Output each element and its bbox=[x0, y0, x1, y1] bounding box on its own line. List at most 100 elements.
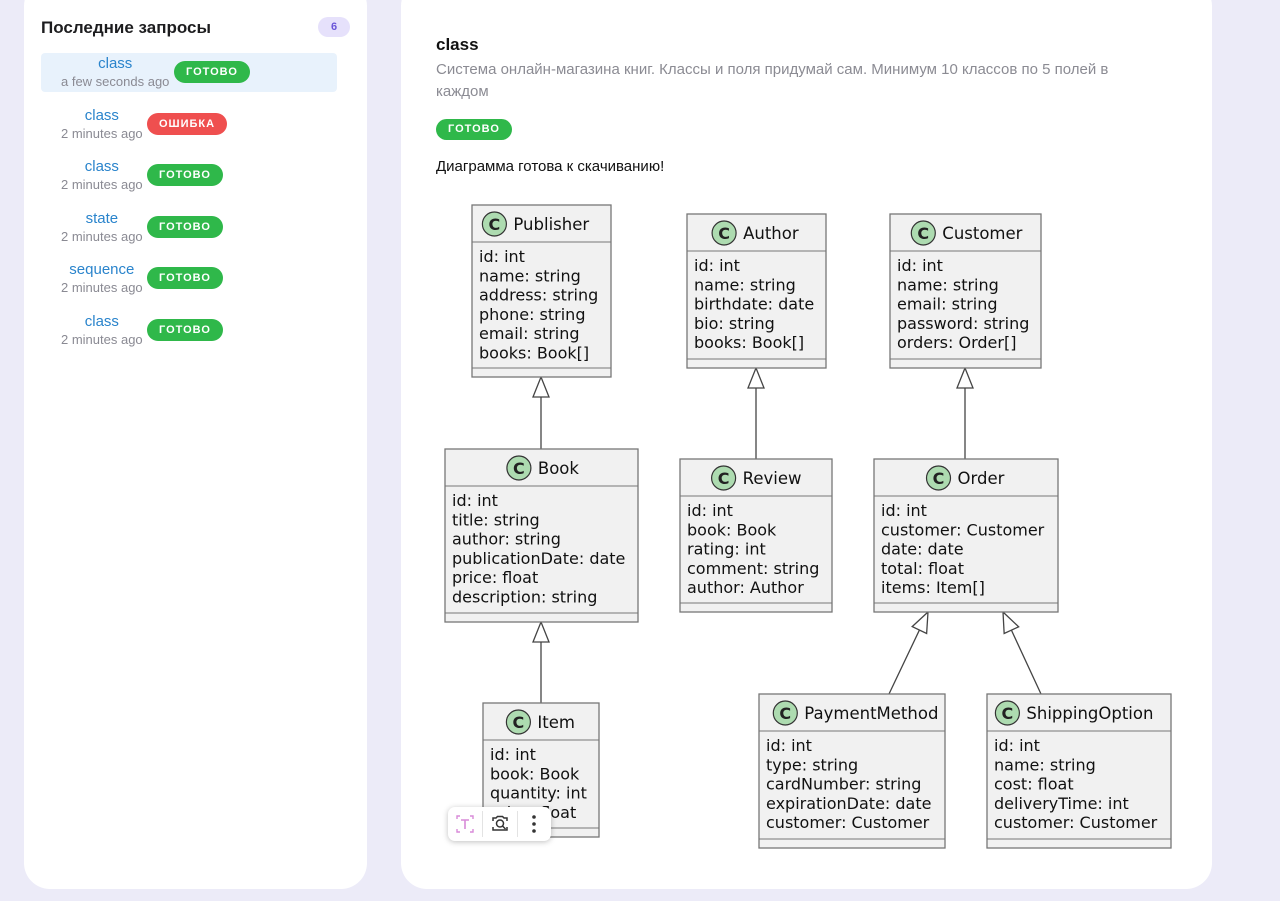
status-badge: ГОТОВО bbox=[147, 164, 223, 186]
request-description: Система онлайн-магазина книг. Классы и п… bbox=[436, 61, 1109, 100]
class-field: bio: string bbox=[694, 314, 775, 333]
class-field: quantity: int bbox=[490, 784, 587, 803]
class-field: price: float bbox=[452, 568, 538, 587]
request-item[interactable]: state 2 minutes ago ГОТОВО bbox=[41, 208, 337, 247]
request-time: 2 minutes ago bbox=[61, 228, 143, 244]
request-item[interactable]: class a few seconds ago ГОТОВО bbox=[41, 53, 337, 92]
class-name: Author bbox=[743, 224, 799, 243]
text-select-icon[interactable] bbox=[448, 807, 482, 841]
inheritance-paymentmethod-order bbox=[888, 610, 929, 695]
request-time: 2 minutes ago bbox=[61, 177, 143, 192]
class-icon: C bbox=[711, 220, 737, 246]
class-field: email: string bbox=[479, 324, 580, 343]
inheritance-review-author bbox=[747, 366, 765, 459]
request-list: class a few seconds ago ГОТОВО class 2 m… bbox=[41, 53, 337, 362]
inheritance-item-book bbox=[532, 620, 550, 703]
status-badge: ГОТОВО bbox=[147, 318, 223, 341]
class-icon-letter: C bbox=[917, 224, 929, 243]
class-field: description: string bbox=[452, 588, 597, 607]
class-icon: C bbox=[772, 700, 798, 726]
class-field: books: Book[] bbox=[694, 333, 804, 352]
recent-requests-header: Последние запросы 6 bbox=[41, 16, 350, 42]
request-type: sequence bbox=[69, 261, 135, 278]
request-item[interactable]: sequence 2 minutes ago ГОТОВО bbox=[41, 259, 337, 298]
recent-requests-panel: Последние запросы 6 class a few seconds … bbox=[24, 0, 367, 889]
request-item[interactable]: class 2 minutes ago ГОТОВО bbox=[41, 156, 337, 195]
class-field: orders: Order[] bbox=[897, 333, 1016, 352]
class-icon-letter: C bbox=[779, 704, 791, 723]
status-badge: ОШИБКА bbox=[147, 112, 228, 135]
class-field: phone: string bbox=[479, 305, 585, 324]
recent-requests-title: Последние запросы bbox=[41, 18, 212, 37]
class-field: deliveryTime: int bbox=[994, 794, 1129, 813]
lens-search-icon[interactable] bbox=[483, 807, 517, 841]
class-field: author: Author bbox=[687, 578, 804, 597]
request-type: state bbox=[85, 209, 119, 227]
class-icon: C bbox=[505, 709, 532, 735]
class-field: total: float bbox=[881, 559, 964, 578]
request-type: class bbox=[84, 106, 119, 124]
request-time: 2 minutes ago bbox=[61, 280, 143, 295]
class-icon-letter: C bbox=[1002, 704, 1014, 723]
requests-count-badge: 6 bbox=[318, 17, 350, 37]
class-icon: C bbox=[925, 465, 952, 491]
class-field: id: int bbox=[766, 736, 812, 755]
class-icon-letter: C bbox=[933, 469, 945, 488]
class-icon: C bbox=[710, 465, 737, 491]
class-name: Customer bbox=[942, 224, 1022, 243]
class-field: books: Book[] bbox=[479, 344, 589, 363]
class-name: Item bbox=[537, 713, 575, 732]
class-field: comment: string bbox=[687, 559, 819, 578]
class-field: name: string bbox=[897, 275, 999, 294]
status-badge: ГОТОВО bbox=[436, 119, 512, 140]
class-field: title: string bbox=[452, 510, 540, 529]
class-icon-letter: C bbox=[513, 713, 525, 732]
class-icon-letter: C bbox=[513, 459, 525, 478]
request-type: class bbox=[84, 158, 119, 175]
class-field: name: string bbox=[694, 275, 796, 294]
class-field: customer: Customer bbox=[766, 813, 930, 832]
request-type: class bbox=[98, 55, 133, 72]
class-field: author: string bbox=[452, 530, 561, 549]
class-field: id: int bbox=[694, 256, 740, 275]
class-name: Book bbox=[538, 459, 580, 478]
class-name: ShippingOption bbox=[1026, 704, 1153, 723]
request-item[interactable]: class 2 minutes ago ГОТОВО bbox=[41, 311, 337, 350]
request-type: class bbox=[84, 312, 119, 330]
class-field: name: string bbox=[994, 755, 1096, 774]
class-field: date: date bbox=[881, 540, 964, 559]
class-field: publicationDate: date bbox=[452, 549, 625, 568]
class-name: Publisher bbox=[513, 215, 589, 234]
class-icon: C bbox=[910, 220, 936, 246]
inheritance-shippingoption-order bbox=[1002, 610, 1042, 695]
class-field: book: Book bbox=[687, 520, 777, 539]
class-field: expirationDate: date bbox=[766, 794, 931, 813]
class-icon-letter: C bbox=[718, 469, 730, 488]
class-name: PaymentMethod bbox=[804, 704, 938, 723]
class-icon-letter: C bbox=[718, 224, 730, 243]
status-badge: ГОТОВО bbox=[147, 215, 223, 238]
class-field: id: int bbox=[490, 745, 536, 764]
class-name: Order bbox=[958, 469, 1005, 488]
more-vertical-icon[interactable] bbox=[518, 807, 552, 841]
class-field: customer: Customer bbox=[881, 520, 1045, 539]
class-field: id: int bbox=[687, 501, 733, 520]
status-badge: ГОТОВО bbox=[147, 267, 223, 289]
request-item[interactable]: class 2 minutes ago ОШИБКА bbox=[41, 105, 337, 144]
class-field: cost: float bbox=[994, 775, 1074, 794]
class-field: birthdate: date bbox=[694, 295, 814, 314]
inheritance-book-publisher bbox=[532, 375, 550, 449]
class-field: id: int bbox=[452, 491, 498, 510]
class-field: id: int bbox=[479, 247, 525, 266]
inheritance-order-customer bbox=[956, 366, 974, 459]
class-field: customer: Customer bbox=[994, 813, 1158, 832]
class-field: rating: int bbox=[687, 540, 766, 559]
class-field: name: string bbox=[479, 266, 581, 285]
